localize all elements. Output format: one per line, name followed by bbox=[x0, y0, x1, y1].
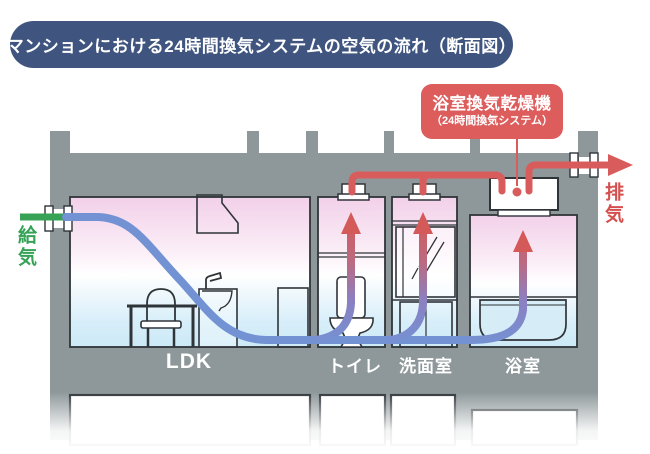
callout-line1: 浴室換気乾燥機 bbox=[432, 94, 552, 113]
wall-stub bbox=[578, 131, 598, 155]
wall-stub bbox=[470, 131, 480, 155]
airflow-arrow bbox=[386, 228, 427, 344]
exhaust-air-label: 排気 bbox=[602, 182, 623, 226]
bath-dryer-callout: 浴室換気乾燥機 （24時間換気システム） bbox=[421, 84, 563, 139]
wall-stub bbox=[384, 131, 394, 155]
airflow-arrow bbox=[466, 247, 527, 344]
room-ldk bbox=[69, 196, 311, 348]
kitchen-hood-icon bbox=[196, 194, 239, 234]
diagram-title: マンションにおける24時間換気システムの空気の流れ（断面図） bbox=[6, 21, 517, 68]
room-label-ldk: LDK bbox=[165, 350, 213, 373]
room-label-washroom: 洗面室 bbox=[399, 357, 453, 376]
exhaust-ducts bbox=[348, 161, 614, 196]
airflow-arrow bbox=[312, 228, 355, 344]
airflow-branches bbox=[312, 228, 527, 344]
faucet-icon bbox=[205, 271, 223, 289]
wall-stub bbox=[306, 131, 318, 155]
duct-washroom bbox=[419, 171, 472, 196]
fade-overlay bbox=[0, 392, 650, 454]
airflow-main-path bbox=[62, 213, 476, 344]
diagram-title-text: マンションにおける24時間換気システムの空気の流れ（断面図） bbox=[6, 37, 517, 56]
room-label-bathroom: 浴室 bbox=[505, 357, 541, 376]
exhaust-arrow bbox=[608, 154, 633, 176]
cabinet-icon bbox=[277, 287, 309, 348]
wall-stub bbox=[247, 131, 259, 155]
arrowhead-icon bbox=[513, 230, 533, 252]
chair-icon bbox=[146, 288, 176, 322]
duct-exhaust bbox=[525, 161, 614, 195]
room-label-toilet: トイレ bbox=[328, 357, 382, 376]
arrowhead-icon bbox=[413, 212, 433, 234]
arrowhead-icon bbox=[341, 212, 361, 234]
airflow-arrowheads bbox=[341, 212, 533, 252]
table-icon bbox=[127, 304, 197, 347]
callout-line2: （24時間換気システム） bbox=[431, 115, 553, 128]
supply-air-label: 給気 bbox=[15, 225, 36, 269]
callout-pointer bbox=[512, 139, 522, 197]
wall-stub bbox=[50, 131, 70, 155]
